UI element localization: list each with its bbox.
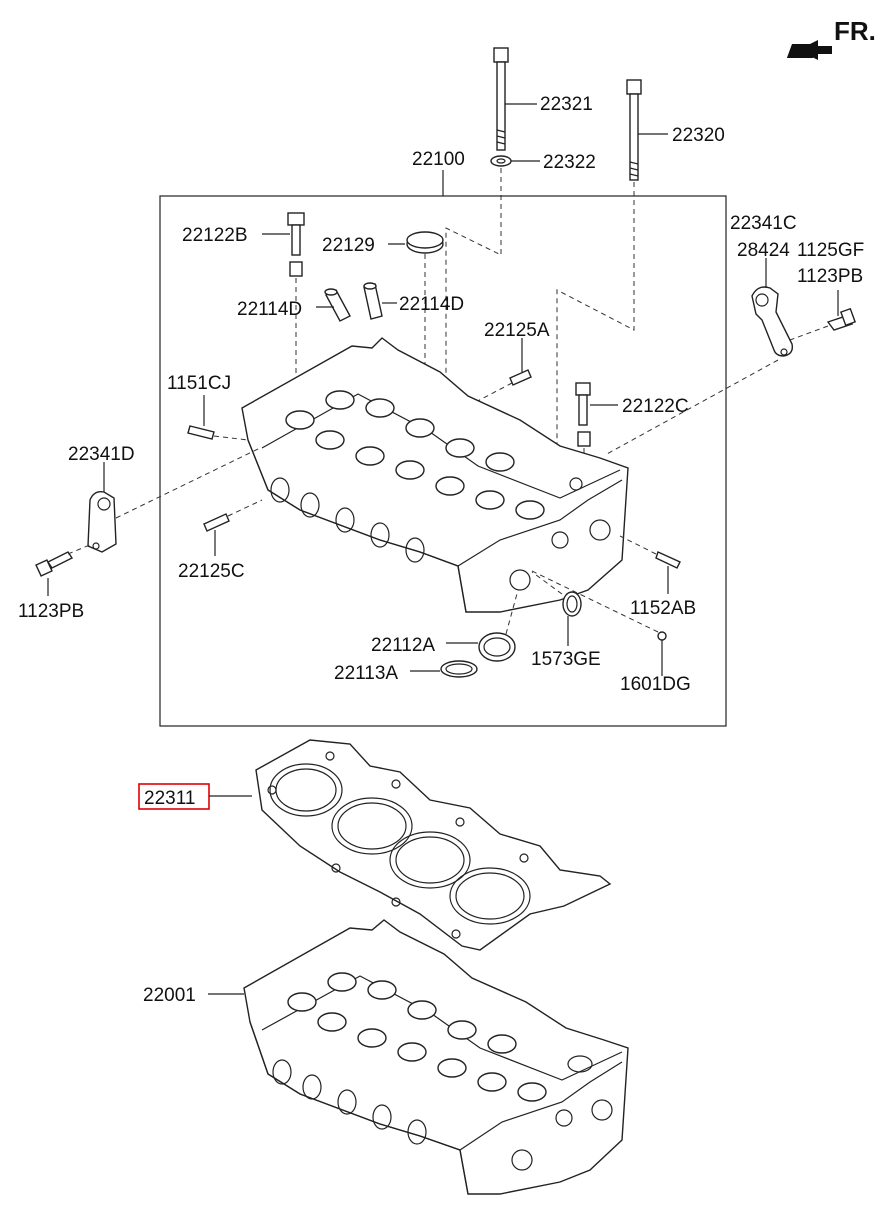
- bracket-22341c-icon: [751, 286, 794, 357]
- pin-22114d-left-icon: [324, 288, 351, 322]
- label-22125c: 22125C: [178, 561, 245, 582]
- label-22341c: 22341C: [730, 213, 797, 234]
- stud-1151cj-icon: [187, 425, 215, 440]
- bolt-1123pb-left-icon: [35, 551, 74, 577]
- bolt-22321-icon: [493, 47, 509, 151]
- cylinder-head-assembly-box: [159, 195, 727, 727]
- label-22114d-left: 22114D: [237, 299, 302, 320]
- seal-1573ge-icon: [562, 591, 582, 617]
- pin-22114d-right-icon: [363, 282, 383, 320]
- label-22001: 22001: [143, 985, 196, 1006]
- label-22321: 22321: [540, 94, 593, 115]
- label-22113a: 22113A: [334, 663, 398, 684]
- label-22320: 22320: [672, 125, 725, 146]
- front-direction-arrow-icon: [786, 40, 832, 60]
- label-22341d: 22341D: [68, 444, 135, 465]
- plug-22129-icon: [406, 231, 444, 254]
- label-22129: 22129: [322, 235, 375, 256]
- stud-22125a-icon: [509, 369, 532, 386]
- stud-1152ab-icon: [655, 551, 681, 569]
- bolt-22122c-icon: [575, 382, 591, 426]
- label-22112a: 22112A: [371, 635, 435, 656]
- dowel-icon: [289, 261, 303, 277]
- label-22322: 22322: [543, 152, 596, 173]
- dowel-icon: [577, 431, 591, 447]
- bolt-1123pb-right-icon: [826, 307, 856, 331]
- bolt-22320-icon: [626, 79, 642, 181]
- label-22100: 22100: [412, 149, 465, 170]
- label-1152ab: 1152AB: [630, 598, 696, 619]
- label-22311[interactable]: 22311: [144, 788, 195, 809]
- cylinder-head-22001-icon: [243, 919, 629, 1195]
- head-gasket-22311-icon: [255, 739, 612, 951]
- label-1601dg: 1601DG: [620, 674, 691, 695]
- bracket-22341d-icon: [87, 490, 117, 553]
- gasket-ring-22113a-icon: [440, 660, 478, 678]
- label-1573ge: 1573GE: [531, 649, 601, 670]
- label-1151cj: 1151CJ: [167, 373, 231, 394]
- washer-22322-icon: [490, 155, 512, 167]
- cylinder-head-22100-icon: [241, 337, 629, 613]
- label-1123pb-left: 1123PB: [18, 601, 84, 622]
- label-22114d-right: 22114D: [399, 294, 464, 315]
- front-direction-label: FR.: [834, 16, 876, 46]
- label-22122b: 22122B: [182, 225, 248, 246]
- plug-1601dg-icon: [657, 631, 667, 641]
- label-1125gf: 1125GF: [797, 240, 864, 261]
- label-1123pb-right: 1123PB: [797, 266, 863, 287]
- bolt-22122b-icon: [287, 212, 305, 256]
- stud-22125c-icon: [203, 513, 230, 532]
- label-22125a: 22125A: [484, 320, 550, 341]
- gasket-ring-22112a-icon: [478, 632, 516, 662]
- label-22122c: 22122C: [622, 396, 689, 417]
- label-28424: 28424: [737, 240, 790, 261]
